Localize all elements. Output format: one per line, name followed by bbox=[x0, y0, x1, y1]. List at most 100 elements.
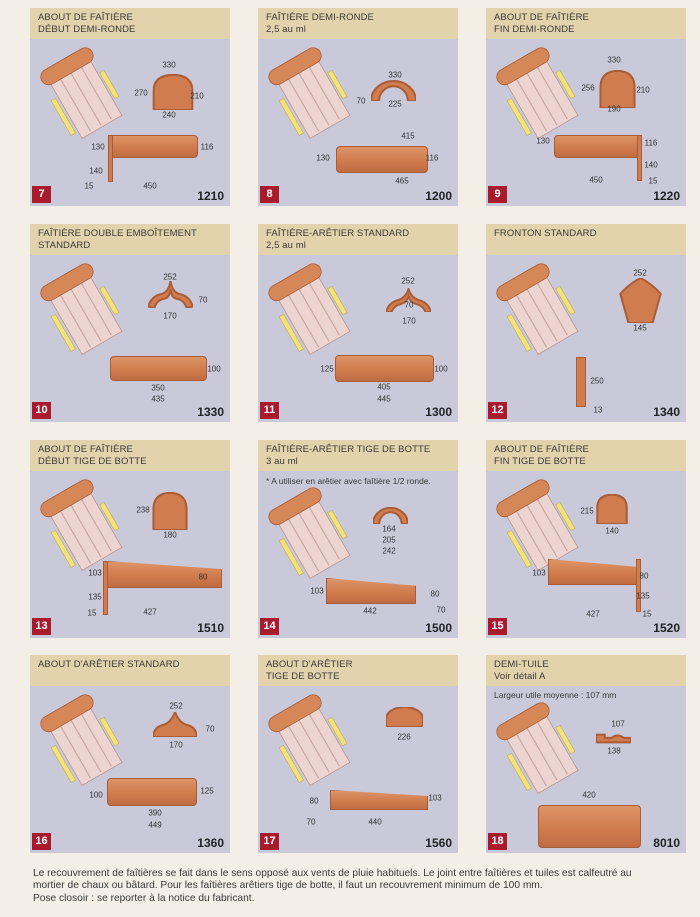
dimension-label: 130 bbox=[316, 153, 330, 163]
card-title: FRONTON STANDARD bbox=[494, 228, 597, 239]
dimension-label: 80 bbox=[309, 796, 319, 806]
section-profile bbox=[599, 70, 636, 108]
dimension-label: 350 bbox=[151, 383, 165, 393]
dimension-label: 130 bbox=[536, 136, 550, 146]
dimension-label: 442 bbox=[363, 606, 377, 616]
dimension-label: 15 bbox=[87, 608, 97, 618]
dimension-label: 250 bbox=[590, 376, 604, 386]
item-number-badge: 18 bbox=[488, 833, 507, 850]
dimension-label: 330 bbox=[607, 55, 621, 65]
footer-notes: Le recouvrement de faîtières se fait dan… bbox=[33, 868, 683, 905]
dimension-label: 140 bbox=[605, 526, 619, 536]
dimension-label: 103 bbox=[428, 793, 442, 803]
roof-tile-illustration bbox=[266, 691, 356, 791]
product-code: 1360 bbox=[197, 836, 224, 850]
section-profile bbox=[152, 74, 194, 110]
dimension-label: 107 bbox=[611, 719, 625, 729]
card-title: ABOUT D'ARÊTIER bbox=[266, 659, 353, 670]
card-title: FAÎTIÈRE-ARÊTIER TIGE DE BOTTE bbox=[266, 444, 431, 455]
card-title: 2,5 au ml bbox=[266, 240, 306, 251]
dimension-label: 210 bbox=[636, 85, 650, 95]
product-code: 1500 bbox=[425, 621, 452, 635]
dimension-label: 330 bbox=[388, 70, 402, 80]
dimension-label: 238 bbox=[136, 505, 150, 515]
item-number-badge: 7 bbox=[32, 186, 51, 203]
roof-tile-illustration bbox=[494, 260, 584, 360]
roof-tile-illustration bbox=[266, 260, 356, 360]
dimension-label: 80 bbox=[198, 572, 208, 582]
dimension-label: 190 bbox=[607, 104, 621, 114]
dimension-label: 225 bbox=[388, 99, 402, 109]
section-profile bbox=[373, 507, 408, 524]
dimension-label: 80 bbox=[430, 589, 440, 599]
item-number-badge: 16 bbox=[32, 833, 51, 850]
product-code: 1330 bbox=[197, 405, 224, 419]
dimension-label: 435 bbox=[151, 394, 165, 404]
card-title: ABOUT D'ARÊTIER STANDARD bbox=[38, 659, 180, 670]
dimension-label: 116 bbox=[200, 142, 214, 152]
dimension-label: 427 bbox=[143, 607, 157, 617]
section-profile bbox=[596, 732, 631, 745]
dimension-label: 125 bbox=[200, 786, 214, 796]
end-plate bbox=[636, 559, 641, 612]
dimension-label: 140 bbox=[89, 166, 103, 176]
dimension-label: 116 bbox=[425, 153, 439, 163]
roof-tile-illustration bbox=[38, 691, 128, 791]
dimension-label: 170 bbox=[402, 316, 416, 326]
roof-tile-illustration bbox=[38, 260, 128, 360]
card-title: Voir détail A bbox=[494, 671, 546, 682]
section-profile bbox=[386, 707, 423, 727]
roof-tile-illustration bbox=[494, 44, 584, 144]
side-elevation bbox=[538, 805, 641, 848]
dimension-label: 135 bbox=[88, 592, 102, 602]
dimension-label: 100 bbox=[207, 364, 221, 374]
dimension-label: 125 bbox=[320, 364, 334, 374]
dimension-label: 135 bbox=[636, 591, 650, 601]
dimension-label: 445 bbox=[377, 394, 391, 404]
item-number-badge: 11 bbox=[260, 402, 279, 419]
section-profile bbox=[148, 281, 193, 308]
dimension-label: 450 bbox=[143, 181, 157, 191]
dimension-label: 103 bbox=[532, 568, 546, 578]
section-profile bbox=[619, 278, 662, 323]
section-profile bbox=[152, 492, 188, 530]
side-elevation bbox=[110, 356, 207, 381]
roof-tile-illustration bbox=[494, 699, 584, 799]
end-plate bbox=[576, 357, 586, 407]
item-number-badge: 8 bbox=[260, 186, 279, 203]
dimension-label: 70 bbox=[436, 605, 446, 615]
dimension-label: 226 bbox=[397, 732, 411, 742]
dimension-label: 103 bbox=[88, 568, 102, 578]
dimension-label: 440 bbox=[368, 817, 382, 827]
dimension-label: 100 bbox=[434, 364, 448, 374]
card-title: STANDARD bbox=[38, 240, 91, 251]
item-number-badge: 12 bbox=[488, 402, 507, 419]
side-elevation bbox=[107, 778, 197, 806]
dimension-label: 140 bbox=[644, 160, 658, 170]
footer-line: Le recouvrement de faîtières se fait dan… bbox=[33, 868, 632, 879]
card-title: FIN DEMI-RONDE bbox=[494, 24, 575, 35]
roof-tile-illustration bbox=[494, 476, 584, 576]
dimension-label: 70 bbox=[404, 300, 414, 310]
roof-tile-illustration bbox=[38, 476, 128, 576]
card-title: DÉBUT TIGE DE BOTTE bbox=[38, 456, 147, 467]
dimension-label: 170 bbox=[169, 740, 183, 750]
dimension-label: 164 bbox=[382, 524, 396, 534]
dimension-label: 70 bbox=[205, 724, 215, 734]
dimension-label: 450 bbox=[589, 175, 603, 185]
item-number-badge: 17 bbox=[260, 833, 279, 850]
product-code: 1300 bbox=[425, 405, 452, 419]
